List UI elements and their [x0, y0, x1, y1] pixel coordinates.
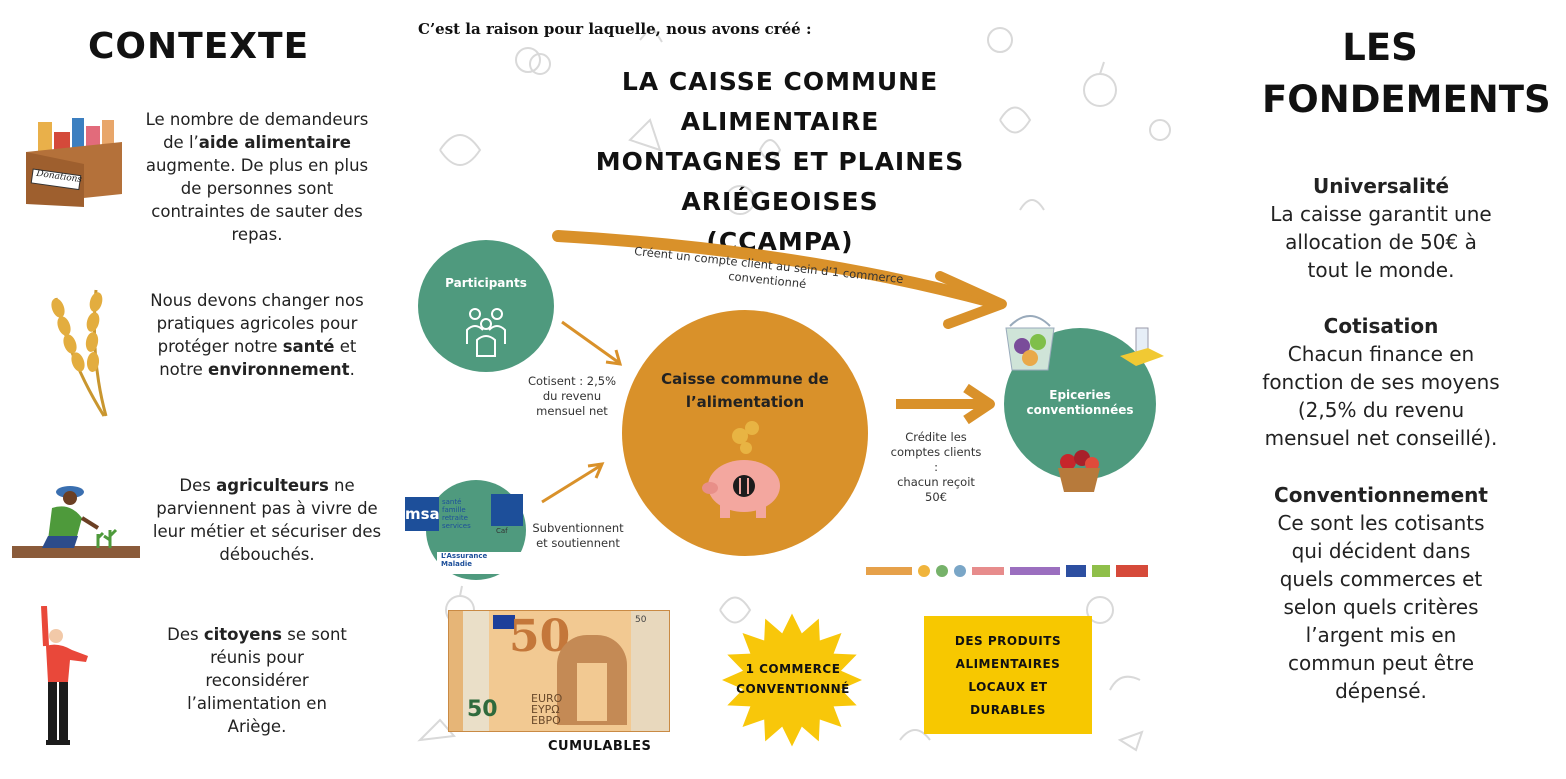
banknote-currency: EURO ΕΥΡΩ EBPO: [531, 692, 563, 727]
vegetable-basket-icon: [1058, 450, 1100, 492]
main-title: LA CAISSE COMMUNE ALIMENTAIRE MONTAGNES …: [595, 67, 965, 256]
banknote-hologram-strip: [631, 611, 669, 731]
partner-logo: [972, 567, 1004, 575]
context-item-agriculture: Nous devons changer nos pratiques agrico…: [150, 291, 364, 379]
dairy-icon: [1120, 327, 1164, 366]
subvention-label: Subventionnent et soutiennent: [532, 521, 624, 550]
donation-box-icon: [26, 118, 122, 207]
fondement-text: Ce sont les cotisants qui décident dans …: [1277, 511, 1485, 703]
msa-tagline: santé famille retraite services: [442, 498, 471, 530]
eu-flag-icon: [493, 615, 515, 629]
caf-label: Caf: [496, 527, 508, 535]
citizen-icon: [41, 606, 88, 745]
fondement-heading: Cotisation: [1323, 314, 1439, 338]
fondement-conventionnement: Conventionnement Ce sont les cotisants q…: [1248, 481, 1514, 705]
participants-circle: [418, 240, 554, 372]
context-item-aide: Le nombre de demandeurs de l’aide alimen…: [145, 110, 369, 244]
partner-logo: [918, 565, 930, 577]
fondement-text: La caisse garantit une allocation de 50€…: [1270, 202, 1492, 282]
fondement-text: Chacun finance en fonction de ses moyens…: [1262, 342, 1500, 450]
fondement-heading: Conventionnement: [1274, 483, 1488, 507]
contexte-title: CONTEXTE: [88, 26, 310, 67]
caisse-label: Caisse commune de l’alimentation: [661, 370, 829, 411]
participants-label: Participants: [445, 276, 527, 290]
partner-logo: [1010, 567, 1060, 575]
caf-logo: [491, 494, 523, 526]
partner-logo: [936, 565, 948, 577]
epiceries-label: Epiceries conventionnées: [1026, 388, 1134, 417]
people-icon: [466, 308, 506, 357]
partner-logos-strip: [866, 564, 1164, 578]
wheat-icon: [51, 289, 108, 417]
fondement-universalite: Universalité La caisse garantit une allo…: [1248, 172, 1514, 284]
grocery-bag-icon: [1005, 315, 1055, 371]
partner-logo: [1116, 565, 1148, 577]
context-item-agriculteurs: Des agriculteurs ne parviennent pas à vi…: [152, 476, 382, 564]
produits-locaux-box: [924, 616, 1092, 734]
cotisent-label: Cotisent : 2,5% du revenu mensuel net: [527, 374, 617, 418]
fondements-title: LES FONDEMENTS: [1262, 26, 1551, 121]
partner-logo: [866, 567, 912, 575]
banknote-door: [577, 663, 607, 721]
eu-flag-logo: [1066, 565, 1086, 577]
fondement-heading: Universalité: [1312, 174, 1450, 198]
intro-text: C’est la raison pour laquelle, nous avon…: [418, 20, 812, 38]
farmer-icon: [12, 486, 140, 558]
produits-locaux-label: DES PRODUITS ALIMENTAIRES LOCAUX ET DURA…: [954, 634, 1062, 717]
banknote-serial-strip: [463, 611, 489, 731]
partner-logo: [1092, 565, 1110, 577]
banknote-value-small: 50: [635, 615, 647, 625]
msa-logo: msa: [405, 497, 440, 531]
assurance-maladie-logo: L’Assurance Maladie: [437, 552, 523, 574]
piggy-bank-icon: [702, 421, 780, 518]
cumulables-label: CUMULABLES: [548, 739, 652, 754]
banknote-edge: [449, 611, 463, 731]
partner-logo: [954, 565, 966, 577]
context-item-citoyens: Des citoyens se sont réunis pour reconsi…: [167, 625, 347, 736]
commerce-conventionne-label: 1 COMMERCE CONVENTIONNÉ: [736, 662, 850, 696]
banknote-value-green: 50: [467, 697, 498, 722]
credite-label: Crédite les comptes clients : chacun reç…: [890, 430, 982, 504]
food-doodle-background: [417, 24, 1171, 752]
flow-arrows: [541, 230, 1007, 504]
starburst-badge: [722, 613, 862, 747]
fondement-cotisation: Cotisation Chacun finance en fonction de…: [1248, 312, 1514, 452]
banknote-50-euro: 50 50 50 EURO ΕΥΡΩ EBPO: [448, 610, 670, 732]
